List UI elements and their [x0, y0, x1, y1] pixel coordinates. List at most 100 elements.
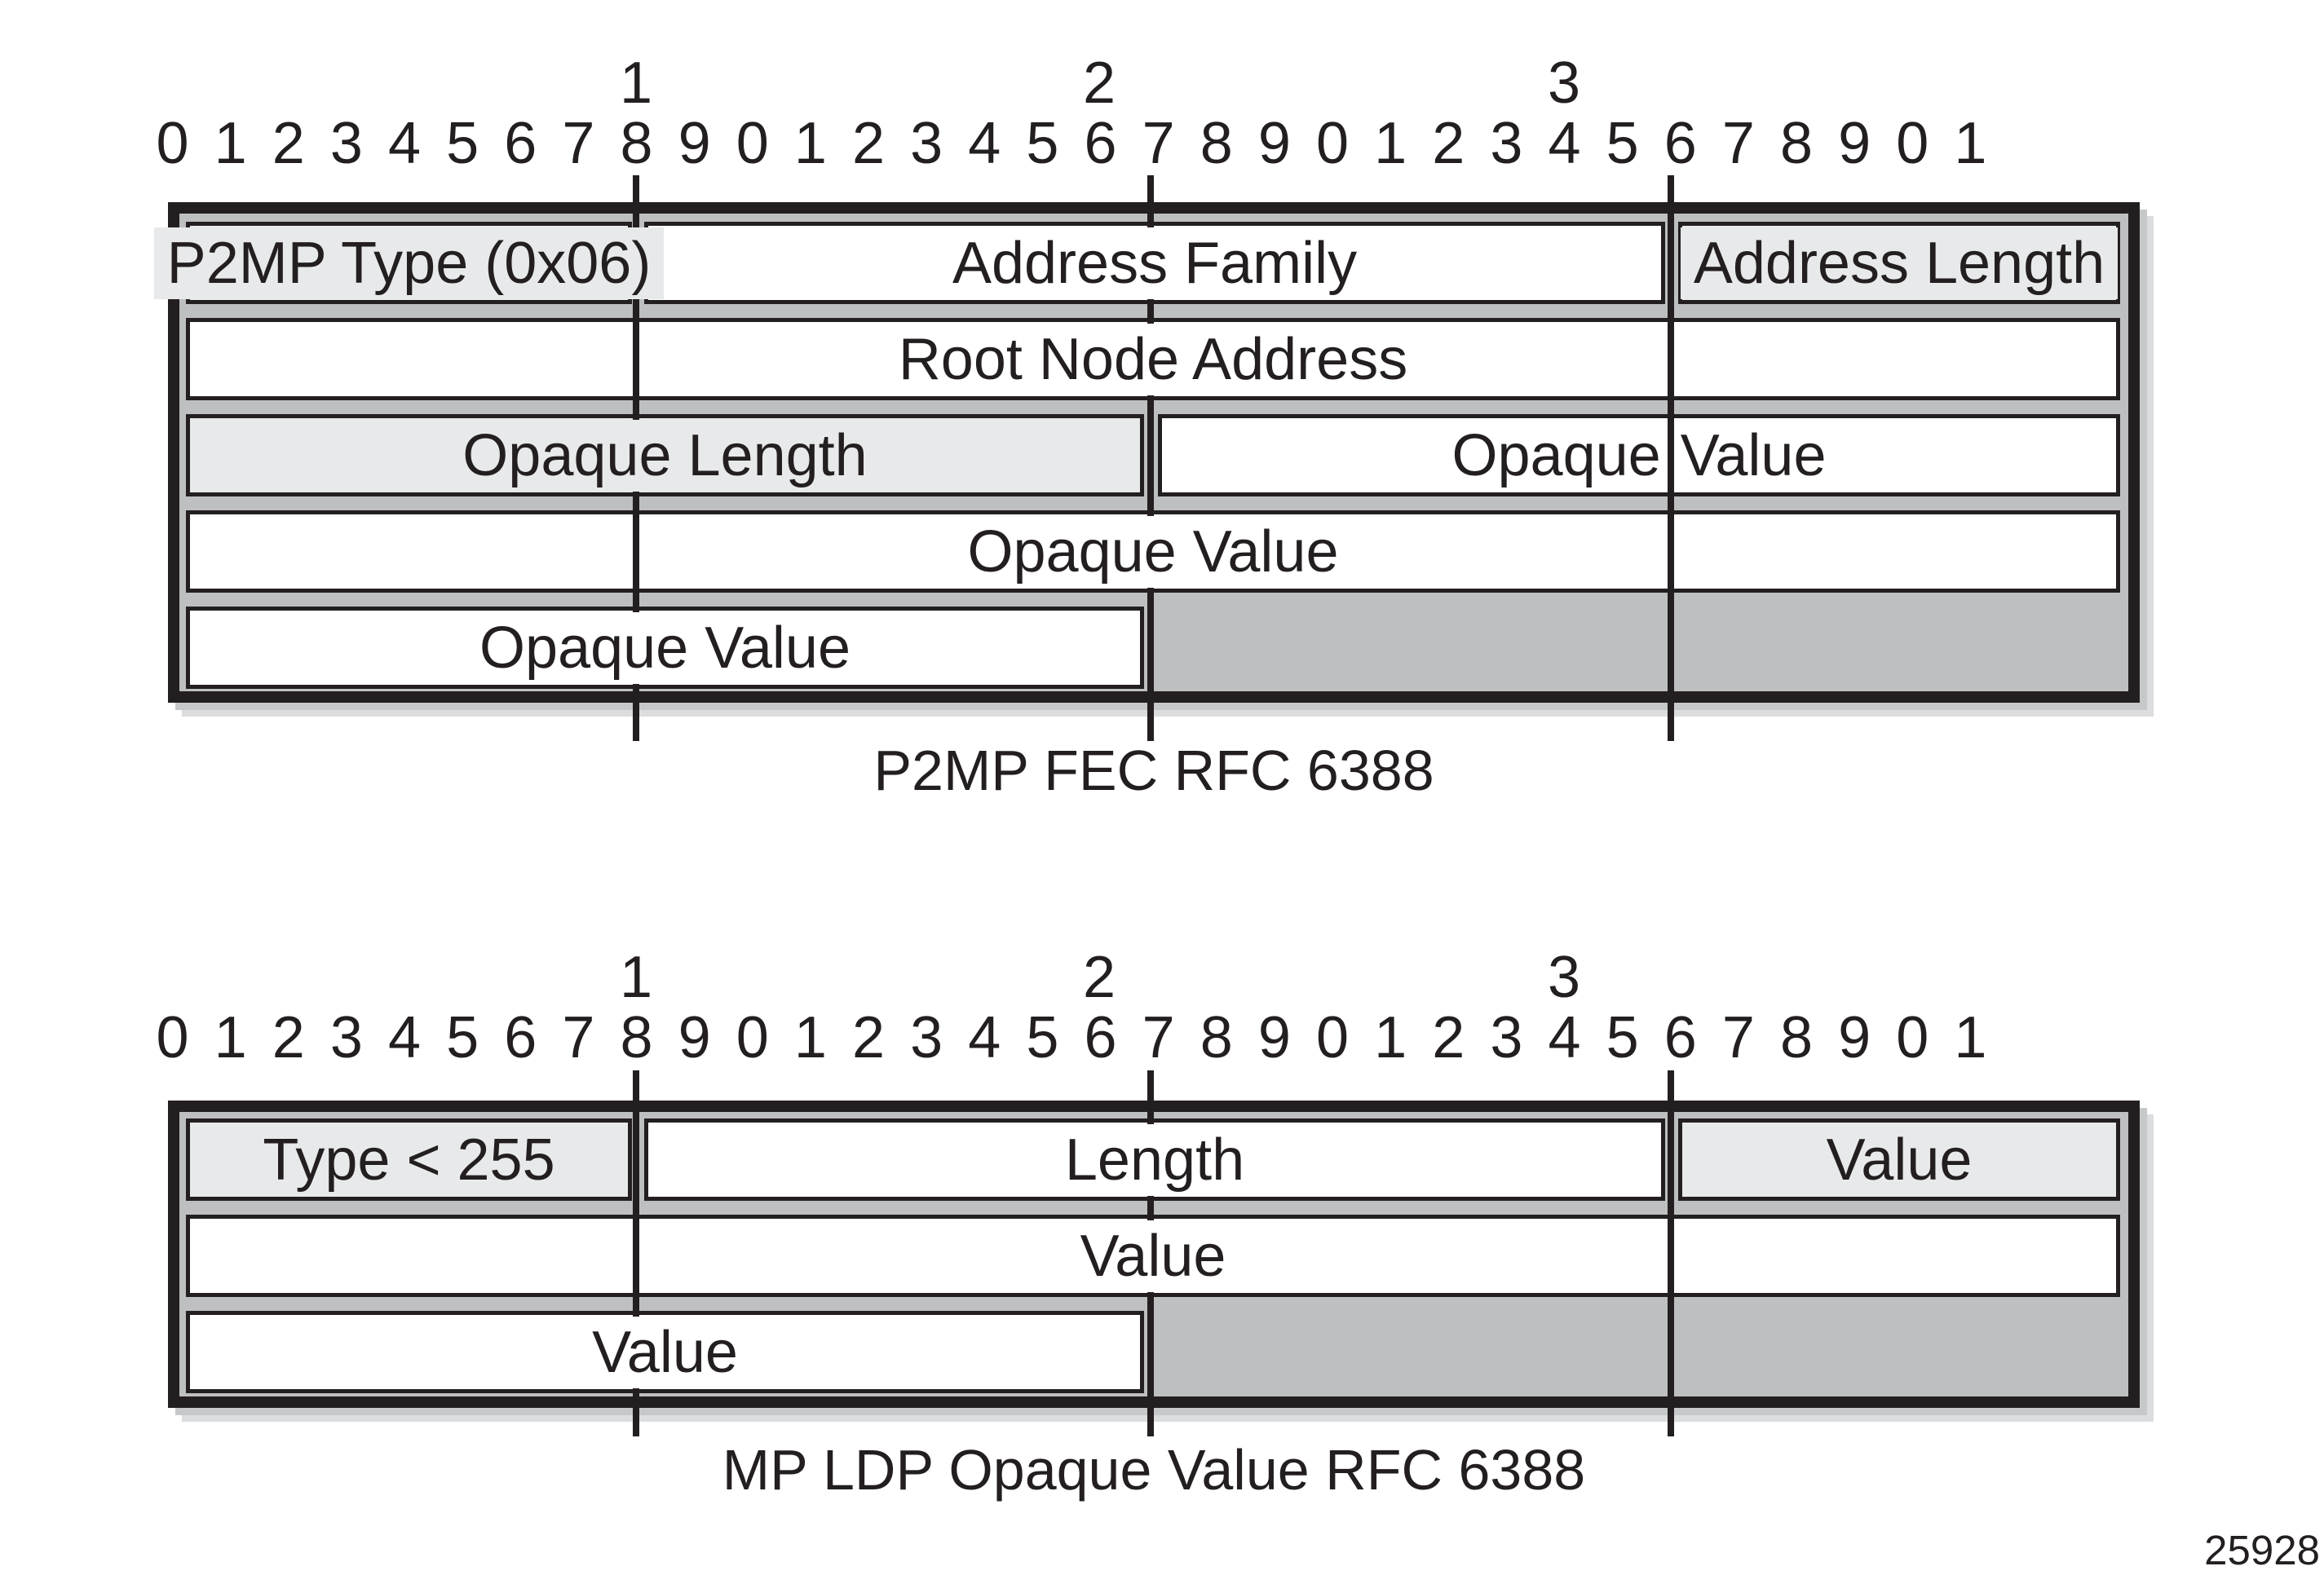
bit-digit: 9	[1838, 111, 1871, 176]
bit-digit: 7	[1142, 111, 1175, 176]
bit8-gridline-bottom	[633, 1070, 639, 1436]
bit-digit: 5	[446, 1005, 479, 1070]
bit-digit: 4	[387, 1005, 422, 1070]
bit-digit: 0	[736, 1005, 769, 1070]
bit-digit: 2	[272, 111, 305, 176]
bit-digit: 3	[1490, 1005, 1523, 1070]
bit-digit: 3	[329, 1005, 363, 1070]
field-label-value-2: Value	[1067, 1220, 1239, 1292]
bit-digit: 8	[1200, 1005, 1233, 1070]
field-label-length: Length	[1051, 1123, 1258, 1196]
bit26-gridline-bottom	[1668, 1070, 1674, 1436]
bit-digit: 7	[562, 1005, 595, 1070]
bit-digit: 9	[1257, 111, 1291, 176]
bit-digit: 5	[1026, 1005, 1059, 1070]
bit17-gridline-top	[1147, 175, 1154, 741]
bit-digit: 8	[620, 111, 653, 176]
bit-digit: 2	[1432, 111, 1465, 176]
bit-digit: 7	[562, 111, 595, 176]
bit-digit: 6	[1084, 1005, 1117, 1070]
bit-digit: 8	[1779, 1005, 1814, 1070]
bit-digit: 6	[1084, 111, 1117, 176]
field-label-root-node-address: Root Node Address	[885, 323, 1421, 395]
bit-ruler2-tens-3: 3	[1547, 945, 1581, 1010]
bit-digit: 0	[1896, 1005, 1929, 1070]
bit-digit: 1	[1954, 1005, 1987, 1070]
bit-digit: 1	[1374, 1005, 1407, 1070]
bit-digit: 0	[1896, 111, 1929, 176]
bit-digit: 1	[793, 1005, 827, 1070]
field-cell-root-node-address: Root Node Address	[186, 318, 2120, 400]
bit-digit: 7	[1721, 1005, 1755, 1070]
field-cell-opaque-value-2: Opaque Value	[186, 510, 2120, 593]
field-label-opaque-value-3: Opaque Value	[466, 611, 864, 684]
field-cell-opaque-length: Opaque Length	[186, 414, 1144, 496]
bit-digit: 8	[620, 1005, 653, 1070]
bit-digit: 4	[968, 111, 1001, 176]
field-label-p2mp-type: P2MP Type (0x06)	[153, 227, 665, 299]
bit-ruler-tens-3: 3	[1547, 51, 1581, 116]
bit-digit: 8	[1200, 111, 1233, 176]
bit-digit: 6	[504, 111, 537, 176]
bit-digit: 6	[504, 1005, 537, 1070]
field-label-type: Type < 255	[250, 1123, 568, 1196]
bit-digit: 2	[851, 111, 886, 176]
bit-digit: 0	[1315, 1005, 1350, 1070]
bit-digit: 1	[1374, 111, 1407, 176]
bit-digit: 2	[851, 1005, 886, 1070]
bit-digit: 3	[329, 111, 363, 176]
field-cell-value-1: Value	[1678, 1118, 2120, 1201]
field-cell-opaque-value-3: Opaque Value	[186, 607, 1144, 689]
field-label-address-family: Address Family	[939, 227, 1371, 299]
bit-ruler2-tens-1: 1	[619, 945, 653, 1010]
bit-digit: 0	[1315, 111, 1350, 176]
bit-digit: 9	[1257, 1005, 1291, 1070]
bit-digit: 3	[910, 1005, 943, 1070]
field-cell-type: Type < 255	[186, 1118, 632, 1201]
bit-digit: 9	[678, 111, 711, 176]
field-label-opaque-value-2: Opaque Value	[954, 515, 1352, 588]
figure-code: 25928	[2204, 1527, 2320, 1573]
bit-ruler-tens-1: 1	[619, 51, 653, 116]
bit-digit: 3	[1490, 111, 1523, 176]
bit-digit: 5	[446, 111, 479, 176]
bit-digit: 2	[1432, 1005, 1465, 1070]
field-label-opaque-value-word2: Value	[1680, 422, 1827, 488]
bit-digit: 0	[156, 1005, 189, 1070]
field-cell-address-family: Address Family	[644, 222, 1665, 304]
field-cell-length: Length	[644, 1118, 1665, 1201]
bit-digit: 1	[793, 111, 827, 176]
bit-digit: 8	[1779, 111, 1814, 176]
field-cell-opaque-value-1: Opaque Value	[1158, 414, 2120, 496]
bit-digit: 4	[1548, 111, 1581, 176]
bit-digit: 7	[1142, 1005, 1175, 1070]
bit-ruler2-tens-2: 2	[1082, 945, 1116, 1010]
bit-digit: 2	[272, 1005, 305, 1070]
field-label-address-length: Address Length	[1680, 227, 2119, 299]
bit-ruler-tens-2: 2	[1082, 51, 1116, 116]
bit-digit: 5	[1606, 111, 1639, 176]
field-label-value-3: Value	[579, 1316, 751, 1388]
bit-digit: 9	[678, 1005, 711, 1070]
field-cell-value-3: Value	[186, 1311, 1144, 1393]
bit-digit: 9	[1838, 1005, 1871, 1070]
bit-digit: 0	[156, 111, 189, 176]
bit-digit: 0	[736, 111, 769, 176]
bit-digit: 3	[910, 111, 943, 176]
bit-digit: 6	[1663, 1005, 1697, 1070]
field-cell-address-length: Address Length	[1678, 222, 2120, 304]
bit-digit: 4	[387, 111, 422, 176]
bit-digit: 5	[1606, 1005, 1639, 1070]
bit-digit: 1	[1954, 111, 1987, 176]
bit-digit: 1	[214, 111, 247, 176]
field-cell-p2mp-type: P2MP Type (0x06)	[153, 222, 665, 304]
bit-digit: 6	[1663, 111, 1697, 176]
bit26-gridline-top	[1668, 175, 1674, 741]
field-label-opaque-value-word1: Opaque	[1451, 422, 1661, 488]
diagram-caption-mpldp: MP LDP Opaque Value RFC 6388	[722, 1438, 1586, 1502]
bit-digit: 4	[1548, 1005, 1581, 1070]
bit-digit: 5	[1026, 111, 1059, 176]
field-label-opaque-length: Opaque Length	[449, 419, 881, 492]
